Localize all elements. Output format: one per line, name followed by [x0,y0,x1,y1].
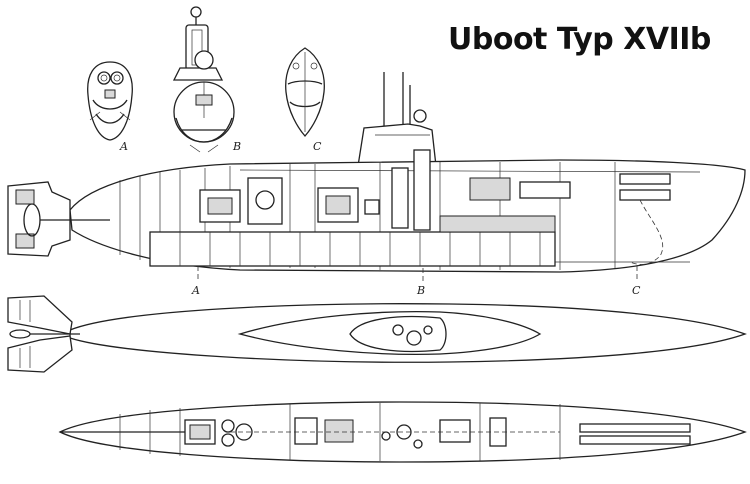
side-profile [7,72,746,273]
marker-a-label: A [191,284,200,297]
section-marker-lines [197,266,638,282]
section-b-label: B [232,140,241,153]
cross-section-a [87,61,133,141]
plan-section-view [58,401,747,463]
section-a-label: A [119,140,128,153]
cross-section-b [172,6,235,153]
top-view [7,295,747,373]
drawing-title: Uboot Typ XVIIb [448,22,711,57]
marker-b-label: B [416,284,425,297]
section-c-label: C [313,140,322,153]
marker-c-label: C [632,284,641,297]
cross-section-c [285,47,325,137]
